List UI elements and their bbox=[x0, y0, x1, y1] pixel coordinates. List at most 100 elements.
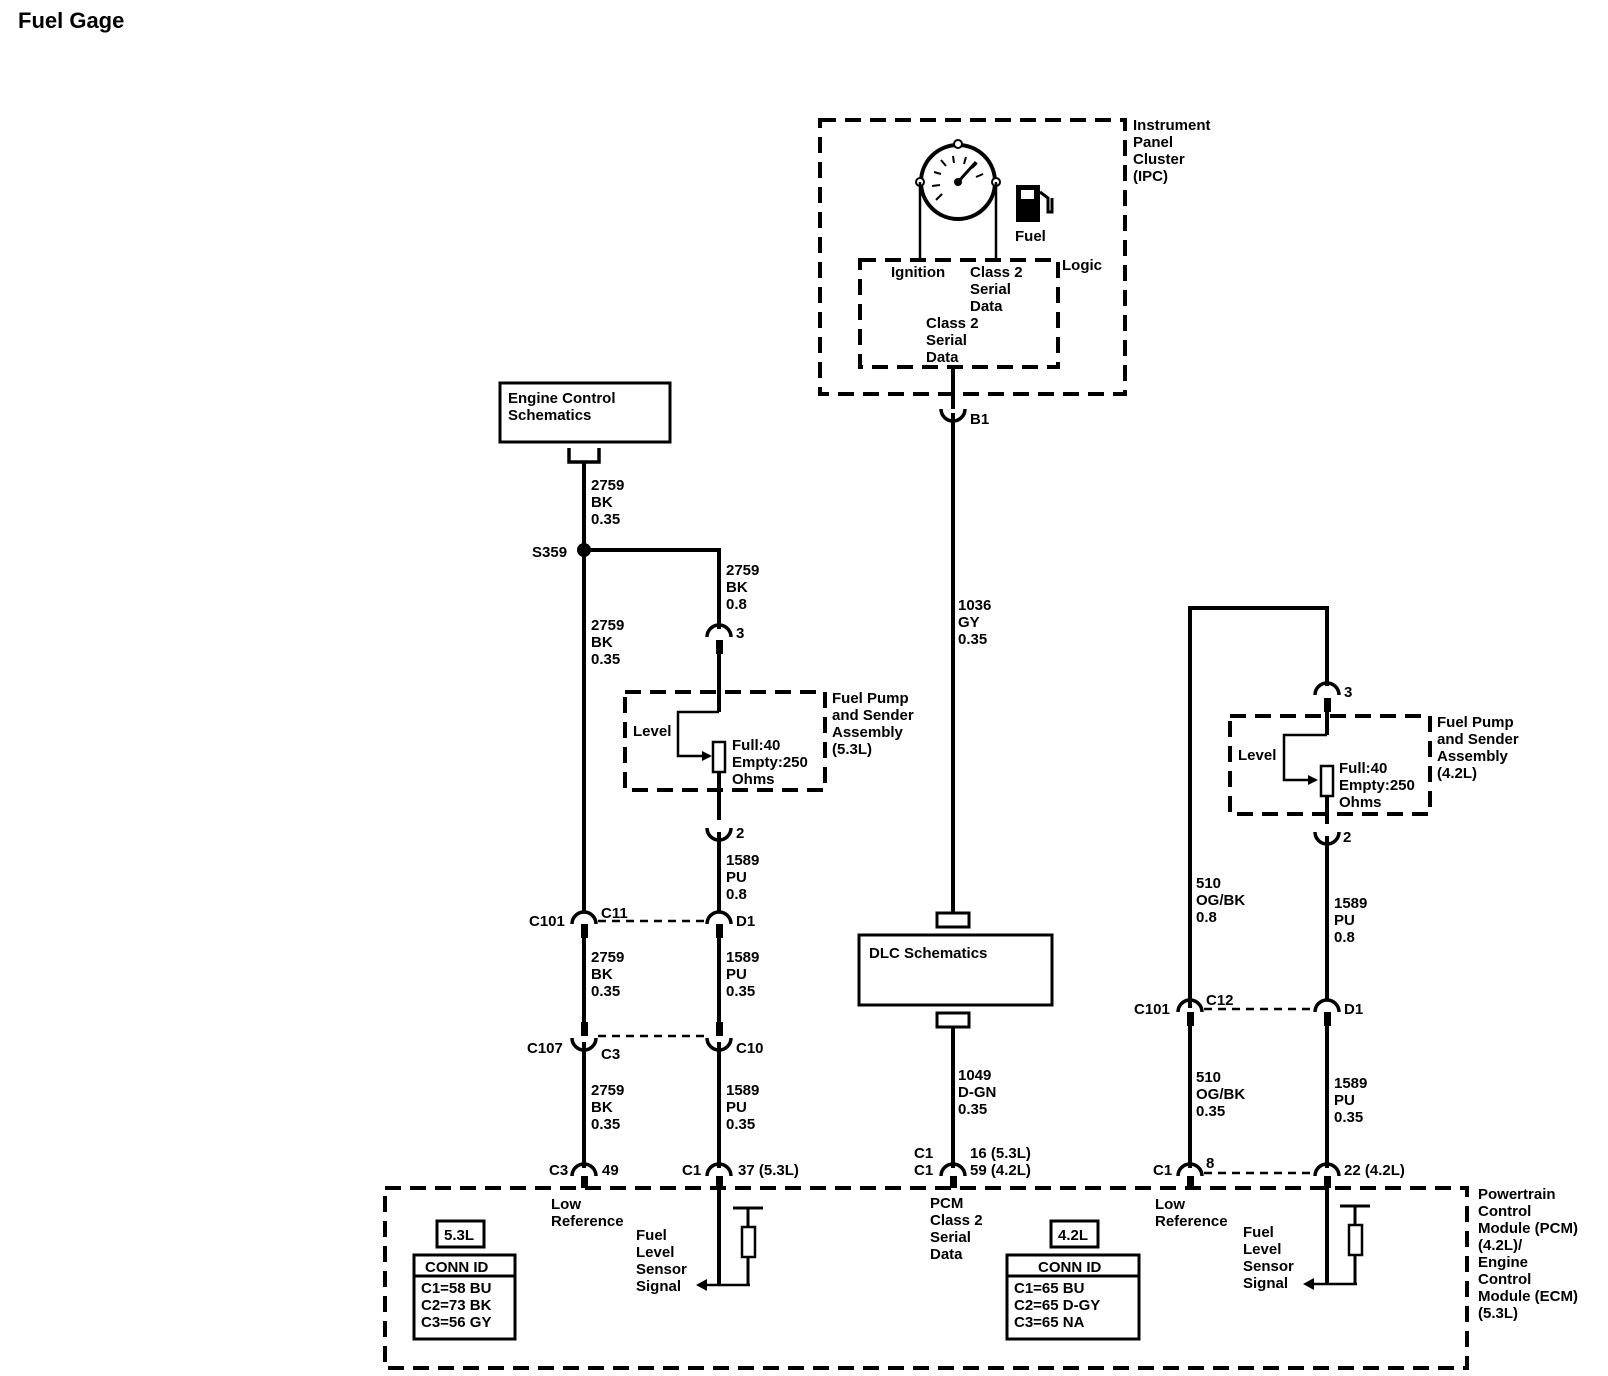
wire-2759-c101-num: 2759 bbox=[591, 949, 624, 966]
pcm-name-8: (5.3L) bbox=[1478, 1305, 1518, 1322]
sender-right-spec-1: Full:40 bbox=[1339, 760, 1387, 777]
pcm-name-6: Control bbox=[1478, 1271, 1531, 1288]
pcm-low-ref-right-1: Low bbox=[1155, 1196, 1185, 1213]
dlc-bottom-tab bbox=[935, 1011, 971, 1029]
pcm-low-ref-left-1: Low bbox=[551, 1196, 581, 1213]
connector-c1-right-a bbox=[1176, 1162, 1204, 1177]
wire-2759-mid-color: BK bbox=[591, 634, 613, 651]
wire-1589-r1-gauge: 0.8 bbox=[1334, 929, 1355, 946]
connector-c3-bottom-symbol bbox=[570, 1162, 598, 1177]
dlc-schematics-label: DLC Schematics bbox=[869, 945, 987, 962]
wire-1589-r2-color: PU bbox=[1334, 1092, 1355, 1109]
wire-510-r1-color: OG/BK bbox=[1196, 892, 1245, 909]
wire-1589-l2-num: 1589 bbox=[726, 949, 759, 966]
ipc-class2-center-2: Serial bbox=[926, 332, 967, 349]
pin-22 bbox=[1324, 1176, 1331, 1188]
pcm-name-5: Engine bbox=[1478, 1254, 1528, 1271]
sender-left-resistor bbox=[711, 740, 727, 774]
pin-c11 bbox=[581, 924, 588, 938]
pcm-left-pullup-resistor bbox=[733, 1206, 763, 1285]
sender-left-spec-3: Ohms bbox=[732, 771, 775, 788]
sender-right-name-4: (4.2L) bbox=[1437, 765, 1477, 782]
wire-1049-gauge: 0.35 bbox=[958, 1101, 987, 1118]
sender-left-name-1: Fuel Pump bbox=[832, 690, 909, 707]
connector-c107-label: C107 bbox=[527, 1040, 563, 1057]
engine-control-label-1: Engine Control bbox=[508, 390, 616, 407]
pcm-fuel-level-left-3: Sensor bbox=[636, 1261, 687, 1278]
sender-left-name-2: and Sender bbox=[832, 707, 914, 724]
ipc-logic-label: Logic bbox=[1062, 257, 1102, 274]
wire-1589-l3-color: PU bbox=[726, 1099, 747, 1116]
connector-right-pin3-label: 3 bbox=[1344, 684, 1352, 701]
pcm-fuel-level-left-2: Level bbox=[636, 1244, 674, 1261]
pin-49 bbox=[581, 1176, 588, 1188]
conn-id-4-2l-row-2: C2=65 D-GY bbox=[1014, 1297, 1100, 1314]
conn-id-5-3l-header: CONN ID bbox=[425, 1259, 489, 1276]
connector-c1-pcm-b: C1 bbox=[914, 1162, 933, 1179]
pcm-name-1: Powertrain bbox=[1478, 1186, 1556, 1203]
sender-right-spec-2: Empty:250 bbox=[1339, 777, 1415, 794]
pin-c3-mid bbox=[581, 1022, 588, 1036]
wire-1589-l1-gauge: 0.8 bbox=[726, 886, 747, 903]
wire-1036-color: GY bbox=[958, 614, 980, 631]
conn-id-4-2l-table bbox=[1005, 1253, 1141, 1341]
conn-id-5-3l-row-1: C1=58 BU bbox=[421, 1280, 491, 1297]
connector-c1-pcm-a: C1 bbox=[914, 1145, 933, 1162]
sender-right-name-3: Assembly bbox=[1437, 748, 1509, 765]
connector-right-pin2-label: 2 bbox=[1343, 829, 1351, 846]
pin-37 bbox=[716, 1176, 723, 1188]
ipc-ignition-label: Ignition bbox=[891, 264, 945, 281]
wire-2759-top-num: 2759 bbox=[591, 477, 624, 494]
pcm-name-4: (4.2L)/ bbox=[1478, 1237, 1523, 1254]
ipc-class2-right-1: Class 2 bbox=[970, 264, 1023, 281]
sender-left-name-3: Assembly bbox=[832, 724, 904, 741]
wire-510-r2-gauge: 0.35 bbox=[1196, 1103, 1225, 1120]
pcm-fuel-level-right-4: Signal bbox=[1243, 1275, 1288, 1292]
connector-left-pin3-symbol bbox=[705, 623, 733, 638]
pcm-class2-1: PCM bbox=[930, 1195, 963, 1212]
pin-pcm-c1-mid bbox=[950, 1176, 957, 1188]
ipc-name-2: Panel bbox=[1133, 134, 1173, 151]
wire-1589-l3-num: 1589 bbox=[726, 1082, 759, 1099]
connector-b1-label: B1 bbox=[970, 411, 989, 428]
wire-2759-branch-num: 2759 bbox=[726, 562, 759, 579]
connector-c10-label: C10 bbox=[736, 1040, 764, 1057]
ipc-logic-boundary bbox=[858, 258, 1060, 369]
pcm-fuel-level-left-4: Signal bbox=[636, 1278, 681, 1295]
sender-left-name-4: (5.3L) bbox=[832, 741, 872, 758]
connector-d1-right-label: D1 bbox=[1344, 1001, 1363, 1018]
wire-1589-l3-gauge: 0.35 bbox=[726, 1116, 755, 1133]
wire-2759-top-gauge: 0.35 bbox=[591, 511, 620, 528]
sender-right-name-2: and Sender bbox=[1437, 731, 1519, 748]
wire-2759-c107-num: 2759 bbox=[591, 1082, 624, 1099]
wire-1049-num: 1049 bbox=[958, 1067, 991, 1084]
wire-2759-c107-gauge: 0.35 bbox=[591, 1116, 620, 1133]
wire-2759-c101-color: BK bbox=[591, 966, 613, 983]
connector-c3-mid-label: C3 bbox=[601, 1046, 620, 1063]
wire-2759-c101-gauge: 0.35 bbox=[591, 983, 620, 1000]
gauge-dial-icon bbox=[915, 139, 1001, 221]
wire-2759-mid-num: 2759 bbox=[591, 617, 624, 634]
dlc-schematics-box[interactable] bbox=[857, 933, 1054, 1007]
connector-d1-left-label: D1 bbox=[736, 913, 755, 930]
pcm-low-ref-left-2: Reference bbox=[551, 1213, 624, 1230]
connector-pcm-c1-mid-symbol bbox=[939, 1162, 967, 1177]
pcm-fuel-level-right-2: Level bbox=[1243, 1241, 1281, 1258]
ipc-class2-right-3: Data bbox=[970, 298, 1003, 315]
wire-2759-mid-gauge: 0.35 bbox=[591, 651, 620, 668]
wire-1049-color: D-GN bbox=[958, 1084, 996, 1101]
pcm-fuel-level-left-1: Fuel bbox=[636, 1227, 667, 1244]
pcm-class2-4: Data bbox=[930, 1246, 963, 1263]
connector-right-pin3-symbol bbox=[1313, 681, 1341, 696]
sender-left-spec-2: Empty:250 bbox=[732, 754, 808, 771]
pin-37-label: 37 (5.3L) bbox=[738, 1162, 799, 1179]
pin-59-label: 59 (4.2L) bbox=[970, 1162, 1031, 1179]
conn-id-4-2l-row-1: C1=65 BU bbox=[1014, 1280, 1084, 1297]
pcm-class2-2: Class 2 bbox=[930, 1212, 983, 1229]
sender-right-wiper-arrow bbox=[1308, 775, 1318, 785]
connector-c3-bottom-label: C3 bbox=[549, 1162, 568, 1179]
engine-control-schematics-box[interactable] bbox=[498, 381, 672, 444]
pin-d1-left bbox=[716, 924, 723, 938]
pin-c12 bbox=[1187, 1012, 1194, 1026]
connector-c101-right-label: C101 bbox=[1134, 1001, 1170, 1018]
